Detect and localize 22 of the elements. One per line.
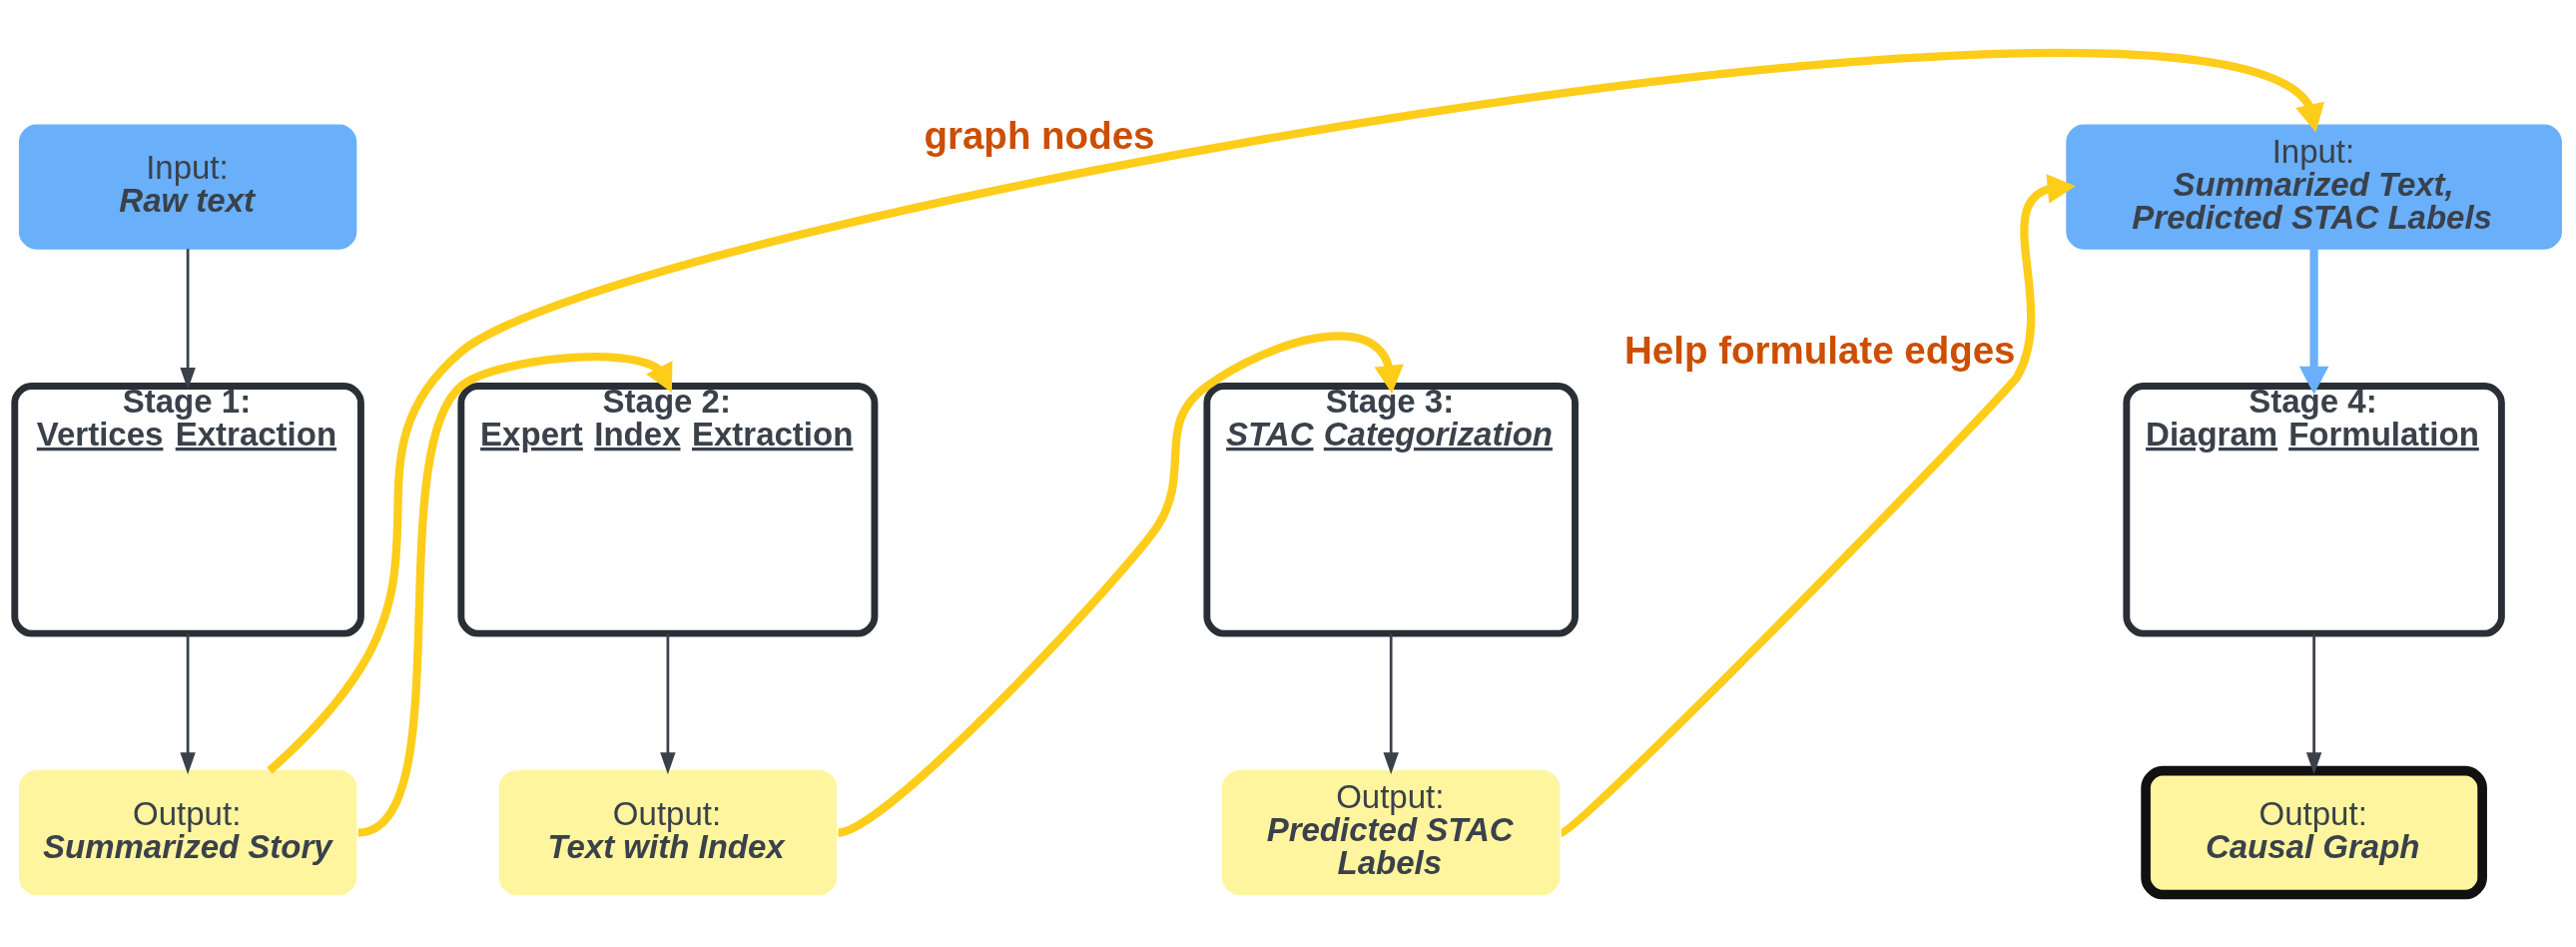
edge-label: graph nodes xyxy=(924,114,1155,158)
arrow xyxy=(2305,633,2322,775)
arrow xyxy=(180,249,196,391)
arrow xyxy=(180,633,196,775)
node-box: Output: Causal Graph xyxy=(2141,765,2487,900)
arrow xyxy=(2298,249,2329,395)
arrow xyxy=(267,49,2324,774)
node-box: Output: Summarized Story xyxy=(18,770,357,896)
node-box: Input: Raw text xyxy=(18,124,357,250)
node-box: Stage 2: Expert Index Extraction xyxy=(457,383,879,637)
node-box: Stage 1: Vertices Extraction xyxy=(11,383,364,637)
node-box: Output: Predicted STAC Labels xyxy=(1221,770,1561,896)
node-box: Output: Text with Index xyxy=(498,770,838,896)
edge-label: Help formulate edges xyxy=(1624,328,2016,372)
arrow xyxy=(660,633,676,775)
arrow xyxy=(356,353,673,837)
arrow xyxy=(1559,174,2076,836)
arrow xyxy=(837,332,1404,837)
node-box: Input: Summarized Text, Predicted STAC Labels xyxy=(2066,124,2562,250)
arrow xyxy=(1383,633,1399,775)
node-box: Stage 4: Diagram Formulation xyxy=(2123,383,2505,637)
node-box: Stage 3: STAC Categorization xyxy=(1203,383,1579,637)
